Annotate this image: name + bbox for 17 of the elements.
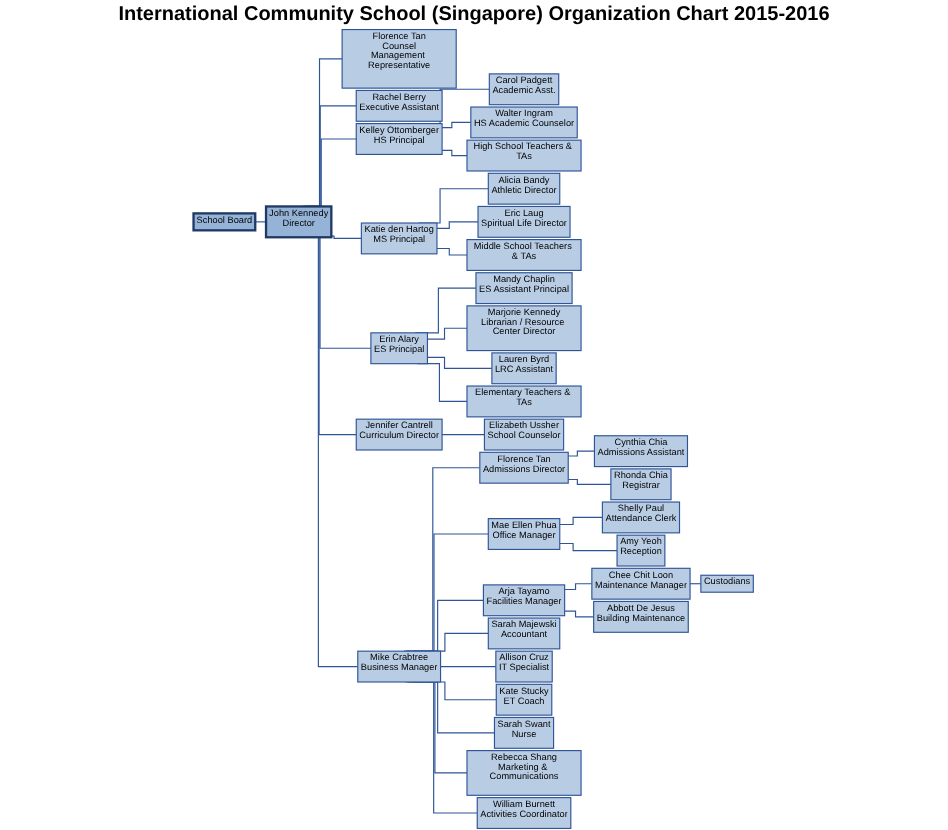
connector [255, 221, 268, 223]
connector [564, 583, 593, 591]
connector [436, 247, 469, 256]
connector [568, 478, 613, 485]
connector [442, 149, 469, 157]
connector [442, 121, 472, 129]
connector [568, 450, 596, 457]
connector [436, 221, 480, 229]
connector [440, 666, 497, 668]
connector [427, 356, 494, 369]
connector [427, 327, 469, 340]
connector [442, 434, 486, 436]
connector [559, 542, 619, 552]
connector [559, 516, 604, 526]
chart-title: International Community School (Singapore) Organization Chart 2015-2016 [116, 2, 832, 28]
connector [331, 235, 363, 239]
connector [564, 610, 595, 618]
